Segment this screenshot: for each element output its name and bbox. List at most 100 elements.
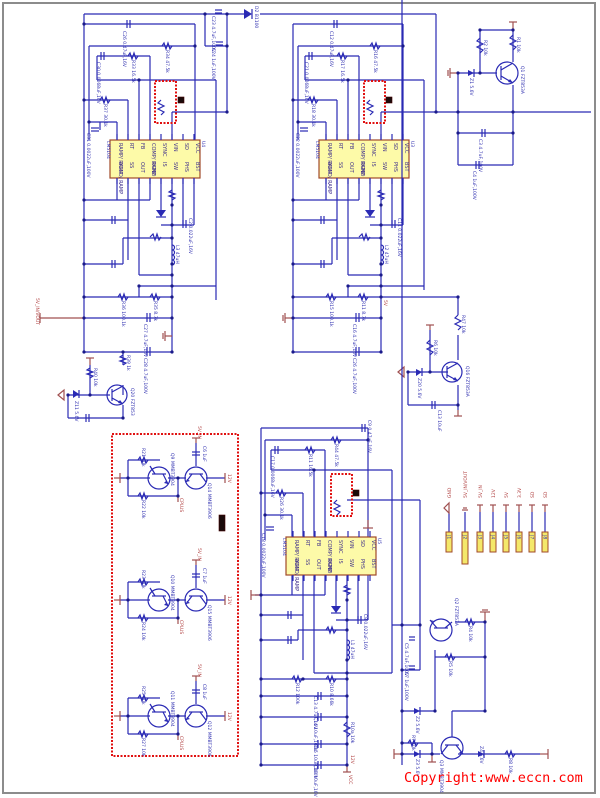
label-cout: C14 10uF,100V [312,717,318,752]
label-c27: C27 4.7uF,16V [142,324,148,358]
ic-pin-top-label: COMP/ RAMP [359,143,365,175]
components-top-right [282,20,463,417]
connector-ref-label: J8 [542,534,548,539]
resistor-gd-bot [137,491,149,501]
resistor-r10a [342,721,352,738]
copyright-label: Copyright:www.eccn.com [404,770,583,786]
zener-z11 [73,390,80,398]
capacitor-c12 [333,20,338,28]
connector-ref-label: J3 [477,534,483,539]
label-c30: C30 0.0068uF,16V [95,62,101,105]
capacitor-c11 [391,220,396,228]
label-net-vcc: VCC [347,775,353,784]
label-c26: C26 0.47uF,16V [121,31,127,68]
ic-pin-bottom-label: SS [304,559,310,565]
gd-pnp-label: Q14 MMBT3906 [206,483,212,519]
ic-pin-bottom-label: SW [172,162,178,170]
label-r5: R5 10k [447,661,453,677]
connector-net-label: SD [530,491,536,498]
label-c9: C9 0.47uF,16V [366,420,372,454]
block-far-right [447,21,519,169]
resistor-r35 [149,292,161,302]
diode-d-mc [331,606,341,614]
ic-pin-bottom-label: OUT [348,162,354,174]
marker-u5 [352,489,360,497]
resistor-r-hl2 [365,99,375,116]
ic-ref-label: U3 [409,141,415,147]
resistor-r17 [336,51,348,61]
label-r37: R37 30.1k [102,104,108,127]
ic-pin-top-label: VCC [403,143,409,154]
resistor-r34 [161,41,173,51]
label-z3: Z3 5.6V [414,759,420,778]
zener-z20 [416,368,423,376]
transistor-q20 [106,384,128,406]
label-cout: C10 10uF,16V [312,765,318,798]
label-net-5v: 5V [382,300,388,307]
resistor-r36 [117,292,129,302]
connector-net-label: 12V [491,488,497,498]
label-r16: R16 47.5k [372,50,378,73]
connector-ref-label: J2 [462,534,468,539]
ic-pin-bottom-label: SS [337,162,343,168]
signal-ground-tr [397,365,405,379]
capacitor-c7 [409,665,415,670]
block-top-right [292,23,591,410]
label-r10: R10 8.66k [328,683,334,706]
capacitor-c26 [126,20,131,28]
transistor-npn-icon [147,704,171,728]
connector-ref-label: J5 [503,534,509,539]
connector-ref-label: J1 [446,534,452,539]
resistor-r44 [330,435,342,445]
marker-u3 [385,96,393,104]
ic-pin-top-label: VIN [172,143,178,152]
transistor-q1 [495,61,519,85]
label-q20: Q20 FZT853 [129,388,135,416]
capacitor-c20 [111,260,116,268]
ic-pin-bottom-label: OUT [315,559,321,571]
resistor-r8 [504,749,516,759]
ic-pin-top-label: FB [348,143,354,150]
capacitor-c30 [100,52,105,60]
ic-pin-bottom-label: SW [348,559,354,567]
ic-pin-bottom-label: IS [161,162,167,167]
label-q16: Q16 FZT853A [464,366,470,398]
capacitor-c26b [355,347,360,356]
block-mid-center [255,427,421,766]
label-net-5vin: 5V_IN/VOUT [34,298,40,325]
ic-pin-bottom-label: BST [194,162,200,173]
ic-pin-top-label: COMP/ RAMP [326,540,332,572]
ic-pin-bottom-label: PHS [183,162,189,172]
ic-pin-top-label: SYNC [337,540,343,554]
junction-dots [66,12,515,767]
power-symbol-tl3 [86,357,94,365]
label-r39: R39 1k [125,355,131,371]
ic-ref-label: U4 [200,141,206,147]
transistor-q2 [429,618,453,642]
ic-pin-top-label: RT [304,540,310,547]
label-r12: R12 100k [294,683,300,705]
resistor-gd-bot [137,613,149,623]
label-net-12v: 12V [349,755,355,765]
label-c2: C2 0.022uF,16V [187,218,193,255]
capacitor-c28 [146,347,151,356]
label-z1: Z1 5.6V [468,78,474,97]
transistor-npn-icon [147,466,171,490]
connector-row: GNDJ15V_IN/VOUTJ25V_INJ312VJ45VJ53.3VJ6S… [443,471,549,565]
capacitor-c4 [475,161,480,169]
label-l2: L2 47uH [383,245,389,264]
inductor-l1 [346,639,351,661]
label-z20: Z20 5.6V [416,378,422,399]
capacitor-c-tl-bot [85,414,90,422]
gd-net-in-label: CPLUS [178,620,184,634]
label-l1: L1 47uH [349,640,355,659]
ic-pin-top-label: RAMP/ RAMP [117,143,123,174]
